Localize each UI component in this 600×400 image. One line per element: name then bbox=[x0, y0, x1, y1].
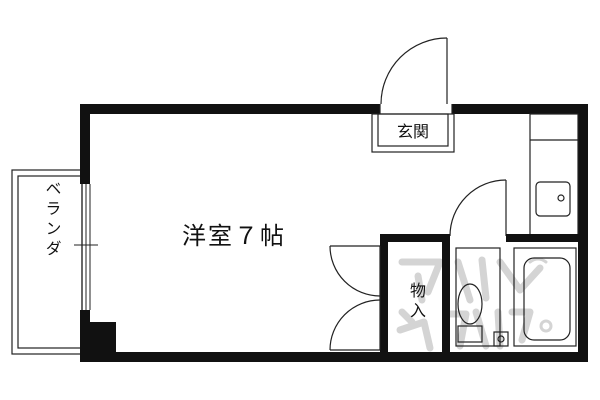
kitchen-counter bbox=[529, 113, 579, 237]
kitchen-sink bbox=[535, 181, 571, 217]
entrance-door bbox=[379, 37, 453, 114]
veranda-label: ベランダ bbox=[43, 180, 62, 260]
inner-walls bbox=[380, 234, 588, 362]
bathtub bbox=[513, 247, 577, 347]
bathroom-door bbox=[449, 179, 507, 237]
wash-basin bbox=[493, 331, 509, 347]
closet-label-line2: 入 bbox=[410, 301, 426, 320]
closet-doors bbox=[329, 245, 381, 351]
veranda-window bbox=[74, 184, 98, 310]
entrance-box bbox=[371, 113, 455, 153]
closet-label-line1: 物 bbox=[410, 281, 426, 300]
toilet bbox=[455, 247, 501, 347]
main-room-label: 洋室７帖 bbox=[182, 222, 286, 250]
entrance-label: 玄関 bbox=[397, 122, 429, 141]
outer-walls bbox=[80, 104, 588, 362]
